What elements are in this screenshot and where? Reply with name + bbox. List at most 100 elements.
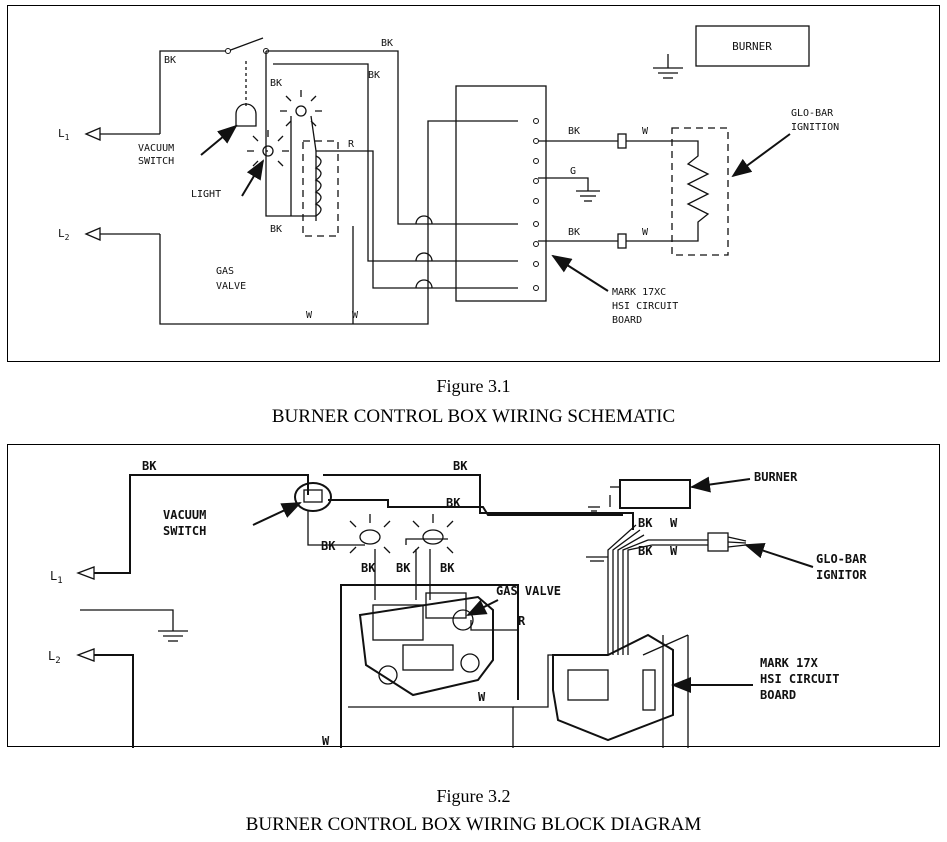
ground-icon xyxy=(586,556,608,562)
svg-text:BK: BK xyxy=(321,539,336,553)
globar-wires xyxy=(538,133,699,249)
glo-bar-ignitor xyxy=(707,532,747,552)
vacuum-switch-arrow xyxy=(200,124,238,156)
svg-text:L1: L1 xyxy=(58,127,70,142)
light-arrow xyxy=(241,159,265,197)
svg-text:SWITCH: SWITCH xyxy=(138,156,174,167)
gas-valve-arrow xyxy=(466,599,499,616)
svg-text:BK: BK xyxy=(568,126,580,137)
ground-icon xyxy=(80,609,188,642)
ground-icon xyxy=(653,54,683,79)
block-labels: BK BK BK BK BK BK BK BK W BK W R W W VAC… xyxy=(142,459,867,748)
svg-text:BK: BK xyxy=(270,224,282,235)
l2-terminal: L2 xyxy=(58,227,160,242)
board-terminal xyxy=(533,261,539,267)
svg-text:BK: BK xyxy=(568,227,580,238)
svg-text:LIGHT: LIGHT xyxy=(191,189,221,200)
burner-box xyxy=(609,479,700,509)
svg-text:BK: BK xyxy=(638,516,653,530)
board-terminal xyxy=(533,178,539,184)
globar-arrow xyxy=(731,133,791,178)
svg-text:IGNITOR: IGNITOR xyxy=(816,568,867,582)
schematic-wires xyxy=(159,37,518,325)
svg-text:GAS VALVE: GAS VALVE xyxy=(496,584,561,598)
board-terminal xyxy=(533,118,539,124)
svg-text:BK: BK xyxy=(453,459,468,473)
svg-text:BOARD: BOARD xyxy=(760,688,796,702)
board-terminal xyxy=(533,138,539,144)
figure-number: Figure 3.1 xyxy=(436,376,511,396)
svg-text:L2: L2 xyxy=(58,227,70,242)
board-terminal xyxy=(533,285,539,291)
vacuum-switch xyxy=(294,482,332,512)
board-terminal xyxy=(533,241,539,247)
svg-text:HSI CIRCUIT: HSI CIRCUIT xyxy=(760,672,839,686)
svg-text:GLO-BAR: GLO-BAR xyxy=(791,108,834,119)
svg-text:BK: BK xyxy=(381,38,393,49)
block-wires xyxy=(307,474,708,748)
vacuum-switch-symbol xyxy=(235,61,257,127)
svg-text:BK: BK xyxy=(361,561,376,575)
indicator-light-icon xyxy=(280,90,322,216)
svg-text:W: W xyxy=(322,734,330,748)
svg-text:BK: BK xyxy=(270,78,282,89)
svg-text:BURNER: BURNER xyxy=(754,470,798,484)
indicator-light-icon xyxy=(247,130,289,167)
ground-icon xyxy=(538,177,600,202)
svg-text:VALVE: VALVE xyxy=(216,281,246,292)
l1-terminal: L1 xyxy=(58,127,160,142)
svg-text:GLO-BAR: GLO-BAR xyxy=(816,552,867,566)
burner-arrow xyxy=(690,476,751,493)
svg-text:BK: BK xyxy=(638,544,653,558)
svg-text:R: R xyxy=(518,614,526,628)
l1-terminal: L1 xyxy=(50,474,309,586)
block-diagram-panel: L1 L2 xyxy=(7,444,940,748)
board-arrow xyxy=(551,254,609,292)
svg-text:SWITCH: SWITCH xyxy=(163,524,206,538)
l2-terminal: L2 xyxy=(48,648,134,748)
svg-text:IGNITION: IGNITION xyxy=(791,122,839,133)
svg-text:W: W xyxy=(352,310,359,321)
svg-text:BOARD: BOARD xyxy=(612,315,642,326)
figure-title: BURNER CONTROL BOX WIRING SCHEMATIC xyxy=(271,406,676,427)
schematic-labels: BK BK BK BK BK R W W BK W G BK W VACUUM … xyxy=(138,38,839,326)
board-terminal xyxy=(533,158,539,164)
figure-number: Figure 3.2 xyxy=(436,786,511,806)
wiring-schematic: L1 L2 xyxy=(58,25,839,326)
svg-text:GAS: GAS xyxy=(216,266,234,277)
svg-text:R: R xyxy=(348,139,355,150)
hsi-circuit-board xyxy=(552,633,674,742)
schematic-panel: L1 L2 xyxy=(7,5,940,362)
ignitor-arrow xyxy=(744,543,814,568)
svg-text:W: W xyxy=(670,516,678,530)
board-terminal xyxy=(533,221,539,227)
svg-text:BURNER: BURNER xyxy=(732,40,772,53)
indicator-light-icon xyxy=(412,514,454,554)
gas-valve-body xyxy=(358,592,494,697)
svg-text:W: W xyxy=(670,544,678,558)
svg-text:G: G xyxy=(570,166,576,177)
svg-text:BK: BK xyxy=(142,459,157,473)
svg-text:MARK 17X: MARK 17X xyxy=(760,656,819,670)
svg-text:L1: L1 xyxy=(50,569,63,586)
svg-text:W: W xyxy=(478,690,486,704)
board-terminal xyxy=(533,198,539,204)
ground-icon xyxy=(588,506,600,512)
svg-text:W: W xyxy=(642,126,649,137)
vacuum-switch-arrow xyxy=(252,502,302,526)
indicator-light-icon xyxy=(349,514,391,554)
burner-box: BURNER xyxy=(695,25,810,67)
svg-text:HSI CIRCUIT: HSI CIRCUIT xyxy=(612,301,678,312)
figure-title: BURNER CONTROL BOX WIRING BLOCK DIAGRAM xyxy=(245,814,702,835)
hsi-circuit-board xyxy=(455,85,547,302)
svg-text:W: W xyxy=(306,310,313,321)
svg-text:L2: L2 xyxy=(48,649,61,666)
svg-text:BK: BK xyxy=(368,70,380,81)
wiring-block-diagram: L1 L2 xyxy=(48,459,867,748)
svg-text:BK: BK xyxy=(446,496,461,510)
svg-text:VACUUM: VACUUM xyxy=(163,508,206,522)
svg-text:BK: BK xyxy=(164,55,176,66)
gas-valve-coil xyxy=(302,140,339,237)
svg-text:W: W xyxy=(642,227,649,238)
svg-text:BK: BK xyxy=(440,561,455,575)
